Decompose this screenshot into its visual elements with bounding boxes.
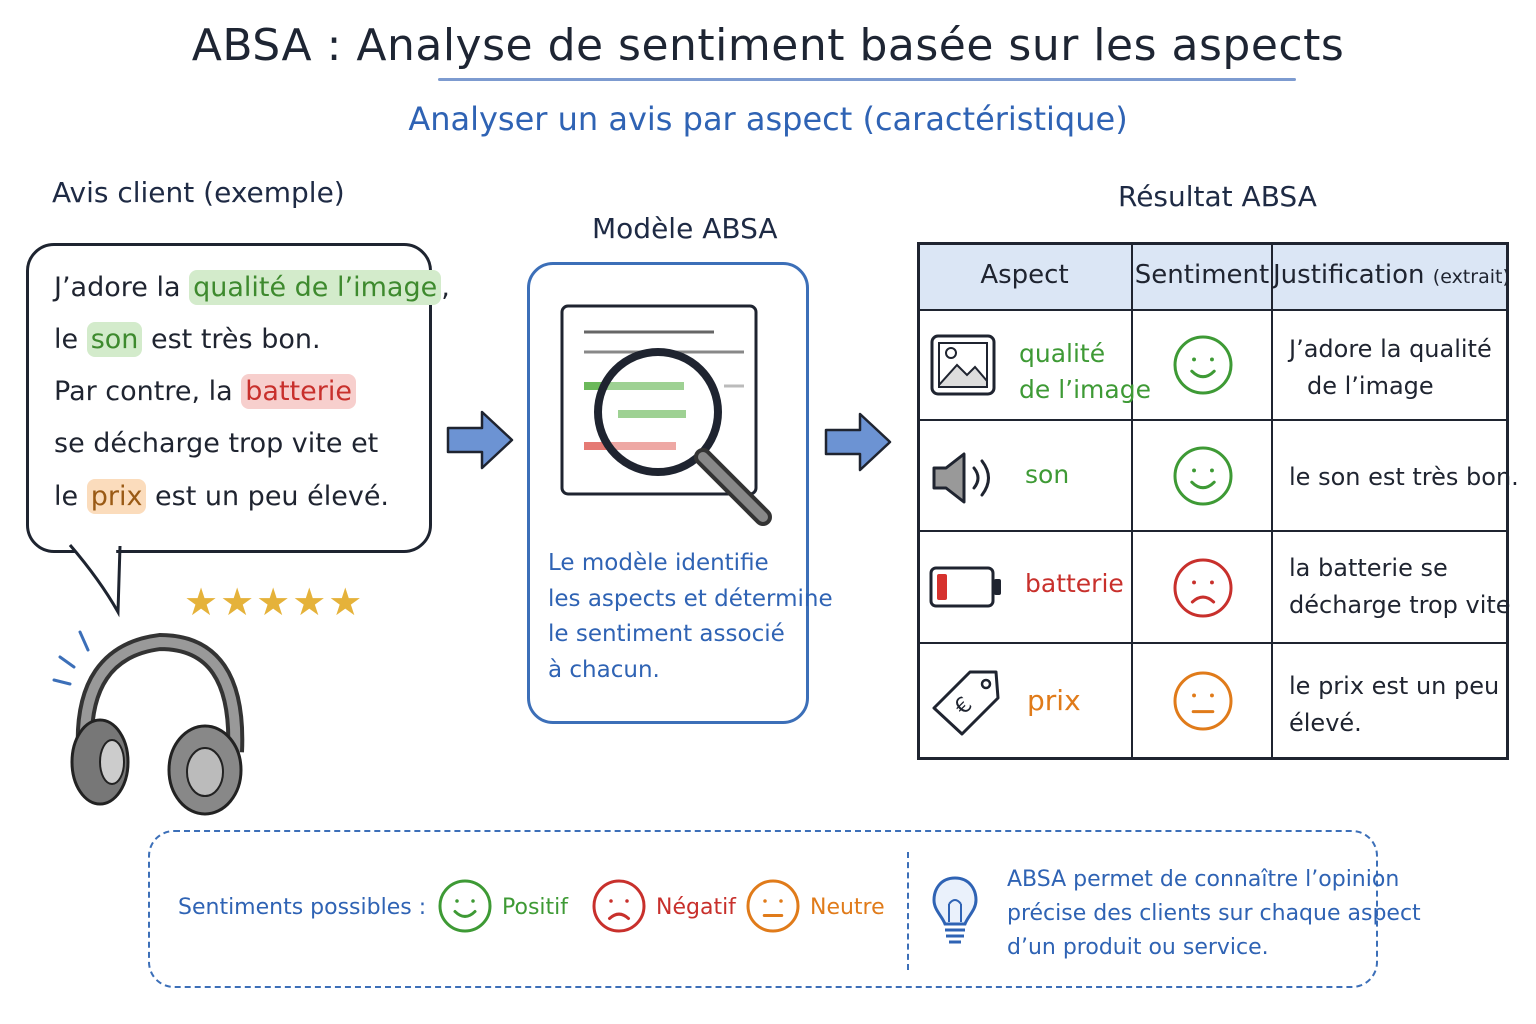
aspect-label-battery: batterie: [1025, 569, 1124, 598]
negative-face-icon: [1173, 558, 1233, 618]
price-tag-icon: €: [932, 670, 1000, 736]
lightbulb-icon: [932, 876, 978, 944]
neutral-face-icon: [1173, 671, 1233, 731]
model-heading: Modèle ABSA: [592, 212, 778, 245]
table-column-divider: [1271, 242, 1273, 760]
legend-negative: Négatif: [656, 895, 736, 920]
page-title: ABSA : Analyse de sentiment basée sur le…: [191, 20, 1345, 71]
speaker-icon: [932, 452, 990, 504]
table-header-background: [918, 243, 1508, 310]
legend-note: ABSA permet de connaître l’opinion préci…: [1007, 867, 1421, 960]
model-description-line-3: le sentiment associé: [548, 621, 785, 647]
aspect-label-image-quality: qualité de l’image: [1019, 339, 1151, 404]
speech-bubble-tail: [68, 544, 122, 618]
review-line-1: J’adore la qualité de l’image,: [54, 270, 450, 305]
neutral-face-icon: [746, 879, 800, 933]
headphones-icon: [52, 630, 245, 816]
table-row-divider: [917, 419, 1509, 421]
model-description-line-2: les aspects et détermine: [548, 586, 833, 612]
table-row-divider: [917, 530, 1509, 532]
justification-price: le prix est un peu élevé.: [1289, 672, 1500, 737]
positive-face-icon: [1173, 446, 1233, 506]
model-description-line-1: Le modèle identifie: [548, 550, 769, 576]
justification-sound: le son est très bon.: [1289, 463, 1519, 491]
image-icon: [930, 334, 996, 396]
battery-icon: [929, 566, 1001, 608]
highlight-battery: batterie: [241, 374, 356, 409]
legend-box: [148, 830, 1378, 988]
column-header-sentiment: Sentiment: [1134, 260, 1270, 290]
arrow-right-icon: [446, 410, 514, 470]
review-line-3: Par contre, la batterie: [54, 374, 356, 409]
arrow-right-icon-2: [824, 412, 892, 472]
title-underline: [438, 78, 1296, 81]
column-header-aspect: Aspect: [980, 260, 1069, 290]
column-header-justification: Justification (extrait): [1273, 260, 1510, 290]
highlight-price: prix: [86, 479, 147, 514]
aspect-label-sound: son: [1025, 460, 1070, 489]
table-column-divider: [1131, 242, 1133, 760]
page-subtitle: Analyser un avis par aspect (caractérist…: [408, 100, 1128, 138]
highlight-sound: son: [86, 322, 143, 357]
justification-battery: la batterie se décharge trop vite: [1289, 554, 1511, 619]
legend-divider: [907, 852, 909, 970]
result-table: [917, 242, 1509, 760]
table-row-divider: [917, 309, 1509, 311]
star-rating: ★★★★★: [184, 580, 365, 624]
review-line-5: le prix est un peu élevé.: [54, 479, 390, 514]
result-heading: Résultat ABSA: [1118, 180, 1317, 213]
legend-positive: Positif: [502, 895, 568, 920]
review-line-2: le son est très bon.: [54, 322, 321, 357]
legend-label: Sentiments possibles :: [178, 895, 427, 920]
positive-face-icon: [1173, 335, 1233, 395]
negative-face-icon: [592, 879, 646, 933]
legend-neutral: Neutre: [810, 895, 885, 920]
table-row-divider: [917, 642, 1509, 644]
review-heading: Avis client (exemple): [52, 176, 345, 209]
highlight-image-quality: qualité de l’image: [189, 270, 442, 305]
aspect-label-price: prix: [1027, 684, 1081, 717]
model-description-line-4: à chacun.: [548, 657, 660, 683]
review-line-4: se décharge trop vite et: [54, 428, 379, 459]
document-magnifier-icon: [560, 304, 772, 526]
justification-image-quality: J’adore la qualité de l’image: [1289, 335, 1492, 400]
positive-face-icon: [438, 879, 492, 933]
